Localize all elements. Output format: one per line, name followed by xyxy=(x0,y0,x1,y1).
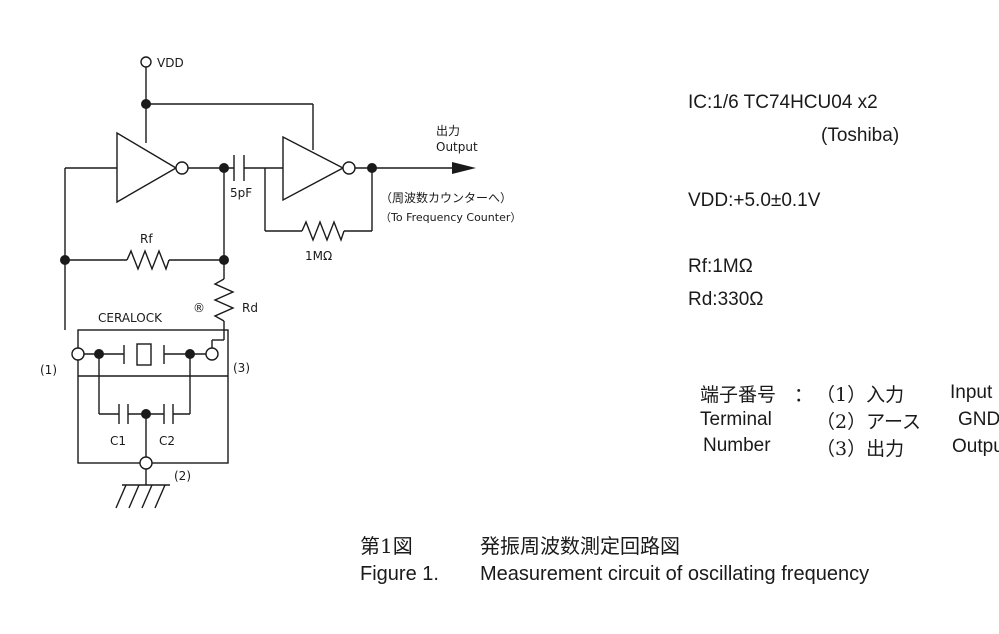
counter-jp-label: （周波数カウンターへ） xyxy=(380,190,512,205)
ceralock-label: CERALOCK xyxy=(98,311,163,325)
spec-rd: Rd:330Ω xyxy=(688,289,764,310)
terminal-row-3-en: Output xyxy=(952,436,999,457)
terminal-label-jp: 端子番号 xyxy=(700,384,777,406)
spec-ic: IC:1/6 TC74HCU04 x2 xyxy=(688,92,878,113)
caption-jp-text: 発振周波数測定回路図 xyxy=(480,534,680,558)
rd-label: Rd xyxy=(242,301,258,315)
terminal-row-1-en: Input xyxy=(950,382,993,403)
rf-label: Rf xyxy=(140,232,153,246)
terminal-row-2-en: GND xyxy=(958,409,999,430)
c2-label: C2 xyxy=(159,434,175,448)
counter-en-label: （To Frequency Counter） xyxy=(380,211,521,224)
resistor-1m-label: 1MΩ xyxy=(305,249,332,263)
caption-en-text: Measurement circuit of oscillating frequ… xyxy=(480,563,870,585)
cap-5pf-label: 5pF xyxy=(230,186,252,200)
terminal-label-en1: Terminal xyxy=(700,409,772,430)
output-jp-label: 出力 xyxy=(436,124,460,138)
terminal-label-en2: Number xyxy=(703,435,771,456)
terminal-2-label: (2) xyxy=(174,469,191,483)
output-en-label: Output xyxy=(436,140,478,154)
terminal-colon: ： xyxy=(794,384,814,406)
caption-en-number: Figure 1. xyxy=(360,563,439,585)
terminal-3-label: (3) xyxy=(233,361,250,375)
ceralock-registered-mark: ® xyxy=(193,301,205,315)
spec-vdd: VDD:+5.0±0.1V xyxy=(688,190,821,211)
spec-rf: Rf:1MΩ xyxy=(688,256,753,277)
spec-ic-maker: (Toshiba) xyxy=(821,125,900,146)
caption-jp-number: 第1図 xyxy=(360,534,413,558)
terminal-1-label: (1) xyxy=(40,363,57,377)
terminal-row-3-num: （3）出力 xyxy=(816,438,905,460)
vdd-label: VDD xyxy=(157,56,184,70)
terminal-row-2-num: （2）アース xyxy=(816,411,921,433)
terminal-row-1-num: （1）入力 xyxy=(816,384,905,406)
c1-label: C1 xyxy=(110,434,126,448)
